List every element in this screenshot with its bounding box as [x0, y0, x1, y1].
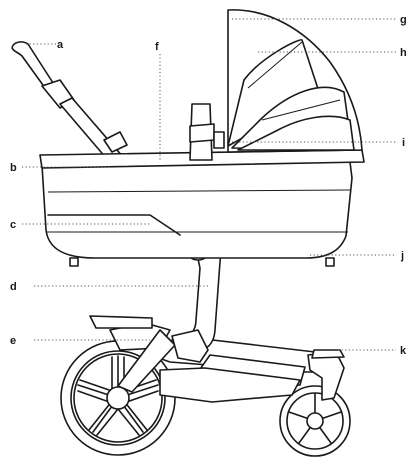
callout-labels: a b c d e f g h i j k: [10, 14, 407, 357]
carrycot: [39, 103, 365, 267]
label-d: d: [10, 281, 17, 293]
chassis-frame: [89, 233, 345, 403]
label-h: h: [400, 47, 407, 59]
canopy: [227, 9, 363, 153]
label-e: e: [10, 335, 16, 347]
label-c: c: [10, 219, 16, 231]
front-wheel: [279, 385, 351, 457]
label-a: a: [57, 39, 64, 51]
label-f: f: [155, 41, 159, 53]
label-b: b: [10, 162, 17, 174]
label-j: j: [400, 250, 404, 262]
label-i: i: [402, 137, 405, 149]
leader-lines: [22, 18, 396, 351]
label-k: k: [400, 345, 407, 357]
label-g: g: [400, 14, 407, 26]
